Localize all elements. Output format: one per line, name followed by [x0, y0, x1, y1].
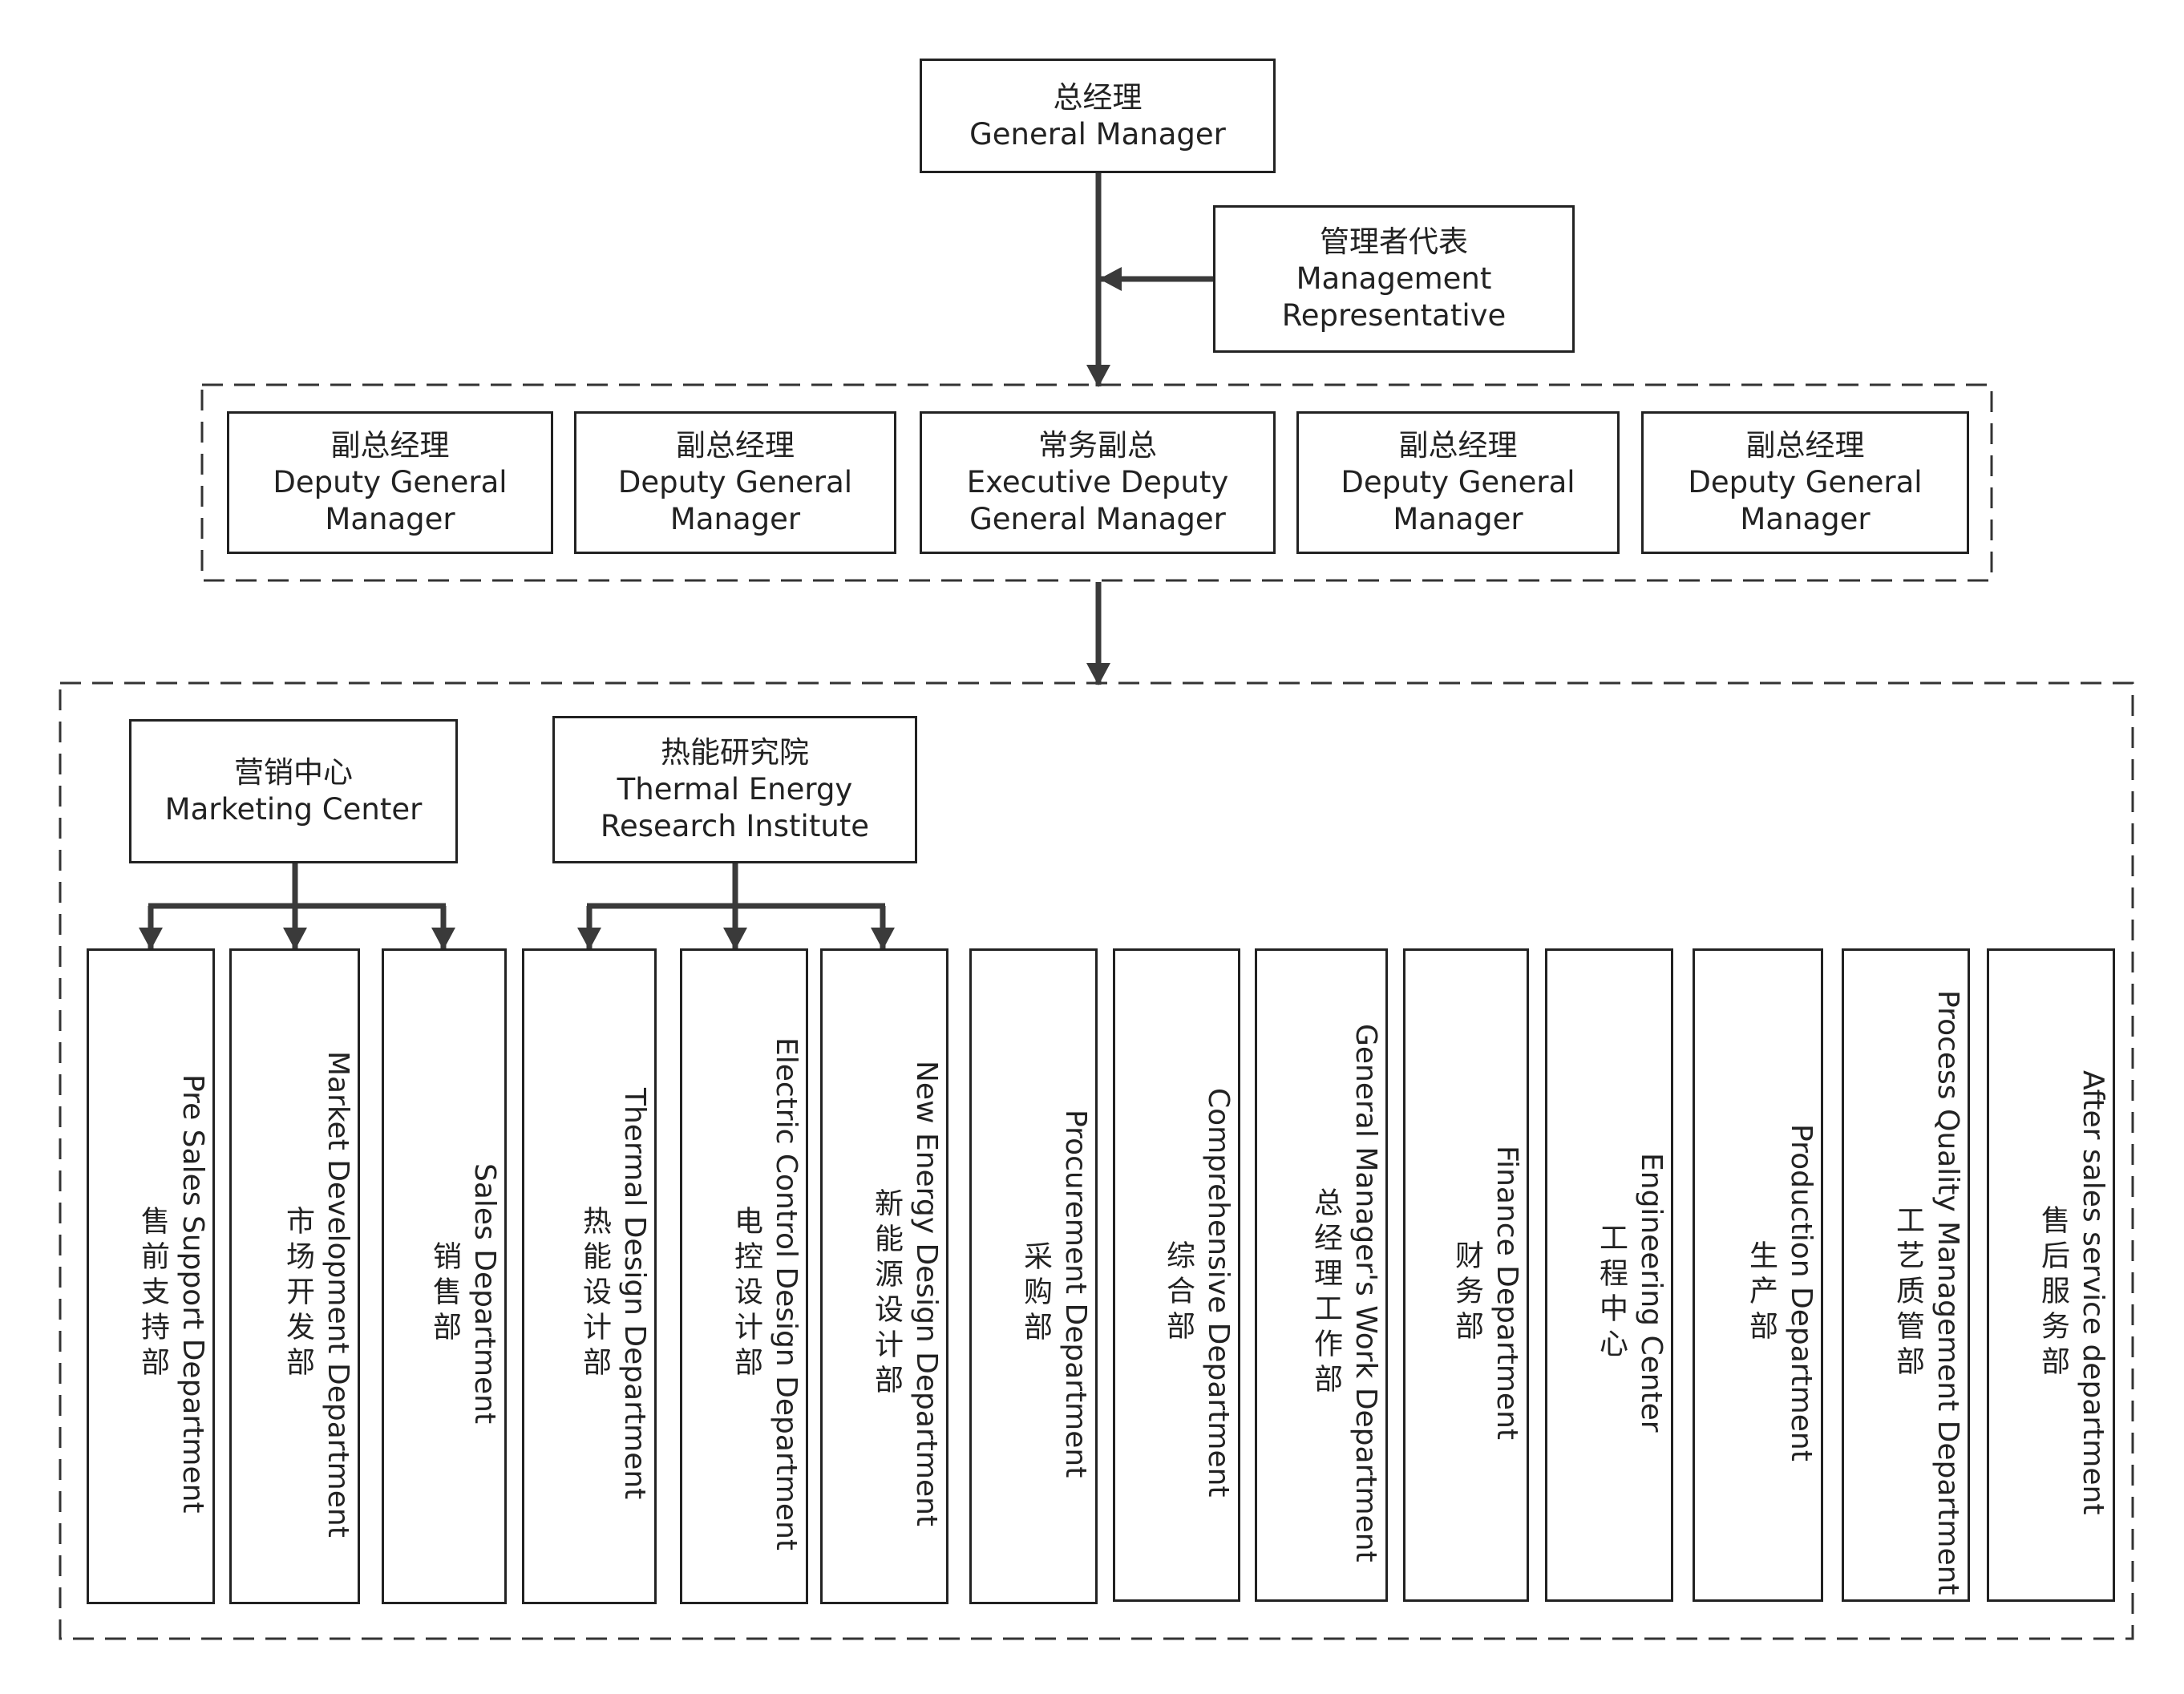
thermal-branches: [577, 863, 895, 950]
department-en: Finance Department: [1490, 1145, 1523, 1440]
deputy-en-line1: Deputy General: [1688, 465, 1923, 499]
deputy-zh: 副总经理: [676, 428, 795, 463]
department-zh: 售前支持部: [136, 1206, 169, 1382]
department-en: General Manager's Work Department: [1349, 1023, 1382, 1563]
executive-deputy-box: 常务副总 Executive Deputy General Manager: [920, 411, 1276, 554]
department-en: Engineering Center: [1635, 1153, 1668, 1433]
department-zh: 售后服务部: [2036, 1204, 2069, 1381]
deputy-en-line2: Manager: [1393, 502, 1523, 536]
deputy-general-manager-box: 副总经理 Deputy General Manager: [574, 411, 896, 554]
marketing-center-box: 营销中心 Marketing Center: [129, 719, 458, 863]
deputy-en-line1: Deputy General: [1341, 465, 1575, 499]
department-en: Production Department: [1785, 1124, 1818, 1462]
thermal-institute-en-line2: Research Institute: [600, 809, 870, 843]
deputy-en-line2: Manager: [669, 502, 801, 536]
department-zh: 采购部: [1019, 1241, 1052, 1347]
deputy-zh: 副总经理: [1398, 428, 1518, 463]
department-zh: 生产部: [1745, 1239, 1778, 1346]
thermal-institute-en-line1: Thermal Energy: [617, 772, 853, 807]
general-manager-box: 总经理 General Manager: [920, 59, 1276, 173]
department-en: New Energy Design Department: [910, 1061, 943, 1527]
marketing-center-zh: 营销中心: [234, 755, 353, 790]
department-en: Pre Sales Support Department: [176, 1074, 209, 1514]
deputy-zh: 副总经理: [1745, 428, 1865, 463]
department-en: Sales Department: [468, 1163, 501, 1425]
general-manager-en: General Manager: [969, 116, 1226, 152]
thermal-institute-zh: 热能研究院: [661, 735, 809, 770]
department-en: Electric Control Design Department: [770, 1037, 803, 1550]
marketing-branches: [139, 863, 455, 950]
executive-deputy-en-line2: General Manager: [969, 502, 1226, 536]
deputy-general-manager-box: 副总经理 Deputy General Manager: [227, 411, 553, 554]
deputy-en-line2: Manager: [325, 502, 455, 536]
general-manager-zh: 总经理: [1053, 79, 1143, 115]
deputy-en-line1: Deputy General: [273, 465, 508, 499]
department-en: Procurement Department: [1059, 1110, 1092, 1478]
executive-deputy-zh: 常务副总: [1038, 428, 1157, 463]
management-representative-zh: 管理者代表: [1320, 224, 1468, 259]
department-en: Process Quality Management Department: [1931, 990, 1964, 1595]
department-en: Thermal Design Department: [618, 1088, 651, 1500]
department-zh: 新能源设计部: [870, 1188, 903, 1400]
marketing-center-en: Marketing Center: [164, 792, 423, 827]
department-zh: 工艺质管部: [1891, 1204, 1924, 1381]
management-representative-en-line2: Representative: [1281, 298, 1507, 333]
department-en: After sales service department: [2077, 1070, 2109, 1515]
department-zh: 热能设计部: [578, 1206, 611, 1382]
deputy-en-line2: Manager: [1740, 502, 1871, 536]
department-zh: 销售部: [428, 1241, 461, 1347]
executive-deputy-en-line1: Executive Deputy: [966, 465, 1229, 499]
department-zh: 市场开发部: [281, 1206, 314, 1382]
deputy-zh: 副总经理: [330, 428, 450, 463]
department-zh: 电控设计部: [730, 1206, 762, 1382]
deputy-en-line1: Deputy General: [617, 465, 853, 499]
management-representative-box: 管理者代表 Management Representative: [1213, 205, 1575, 353]
department-zh: 总经理工作部: [1309, 1187, 1342, 1399]
management-representative-en-line1: Management: [1296, 261, 1492, 296]
thermal-institute-box: 热能研究院 Thermal Energy Research Institute: [552, 716, 917, 863]
deputy-general-manager-box: 副总经理 Deputy General Manager: [1641, 411, 1969, 554]
department-zh: 工程中心: [1595, 1222, 1628, 1364]
department-en: Comprehensive Department: [1202, 1088, 1235, 1498]
department-en: Market Development Department: [322, 1050, 354, 1538]
department-zh: 综合部: [1162, 1239, 1195, 1346]
department-zh: 财务部: [1450, 1239, 1483, 1346]
deputy-general-manager-box: 副总经理 Deputy General Manager: [1296, 411, 1620, 554]
